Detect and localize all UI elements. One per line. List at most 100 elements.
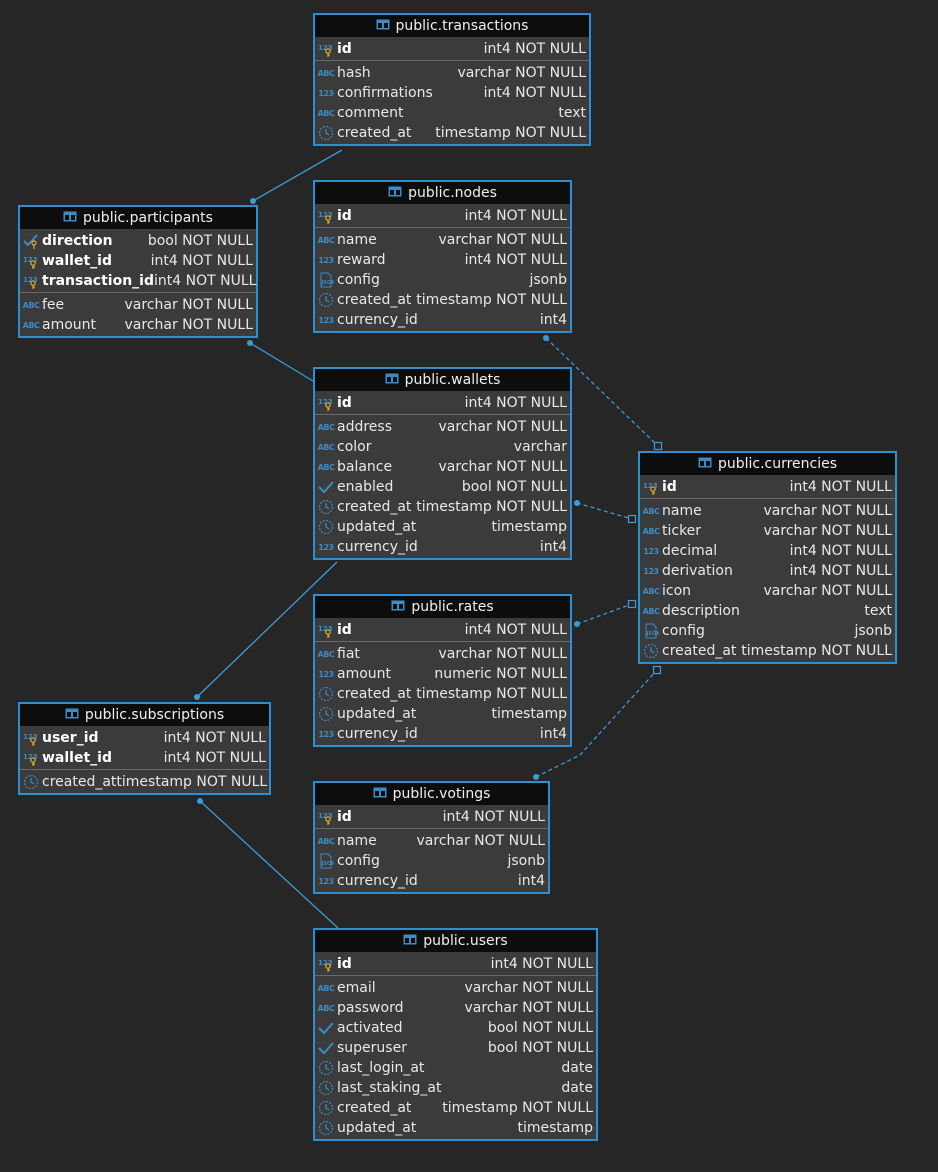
table-header[interactable]: public.wallets bbox=[315, 369, 570, 391]
column-name: hash bbox=[337, 65, 371, 81]
column-type: int4 bbox=[539, 539, 567, 555]
abc-icon: ABC bbox=[317, 1003, 335, 1013]
key-number-icon: 123 bbox=[318, 41, 334, 57]
relation-nodes-currencies[interactable] bbox=[545, 337, 659, 447]
svg-text:123: 123 bbox=[318, 812, 333, 820]
table-header[interactable]: public.rates bbox=[315, 596, 570, 618]
relation-rates-currencies[interactable] bbox=[576, 603, 633, 625]
relation-subscriptions-wallets[interactable] bbox=[196, 561, 338, 698]
json-icon: JSON bbox=[318, 853, 334, 869]
column-type: int4 NOT NULL bbox=[442, 809, 545, 825]
svg-text:123: 123 bbox=[318, 44, 333, 52]
table-header[interactable]: public.subscriptions bbox=[20, 704, 269, 726]
column-type: int4 NOT NULL bbox=[163, 750, 266, 766]
table-header[interactable]: public.currencies bbox=[640, 453, 895, 475]
abc-icon: ABC bbox=[317, 983, 335, 993]
table-header[interactable]: public.votings bbox=[315, 783, 548, 805]
column-type: int4 NOT NULL bbox=[150, 253, 253, 269]
table-header[interactable]: public.participants bbox=[20, 207, 256, 229]
relation-subscriptions-users[interactable] bbox=[199, 800, 339, 929]
column-name: color bbox=[337, 439, 372, 455]
column-name: config bbox=[662, 623, 705, 639]
number-icon: 123 bbox=[318, 669, 334, 679]
relation-wallets-currencies[interactable] bbox=[576, 502, 633, 520]
table-header[interactable]: public.nodes bbox=[315, 182, 570, 204]
relation-participants-transactions[interactable] bbox=[252, 149, 343, 202]
table-header[interactable]: public.transactions bbox=[315, 15, 589, 37]
relation-votings-currencies[interactable] bbox=[535, 669, 658, 778]
column-name: description bbox=[662, 603, 740, 619]
table-header[interactable]: public.users bbox=[315, 930, 596, 952]
column-name: balance bbox=[337, 459, 393, 475]
column-name: wallet_id bbox=[42, 253, 112, 269]
relation-participants-wallets[interactable] bbox=[249, 342, 314, 382]
